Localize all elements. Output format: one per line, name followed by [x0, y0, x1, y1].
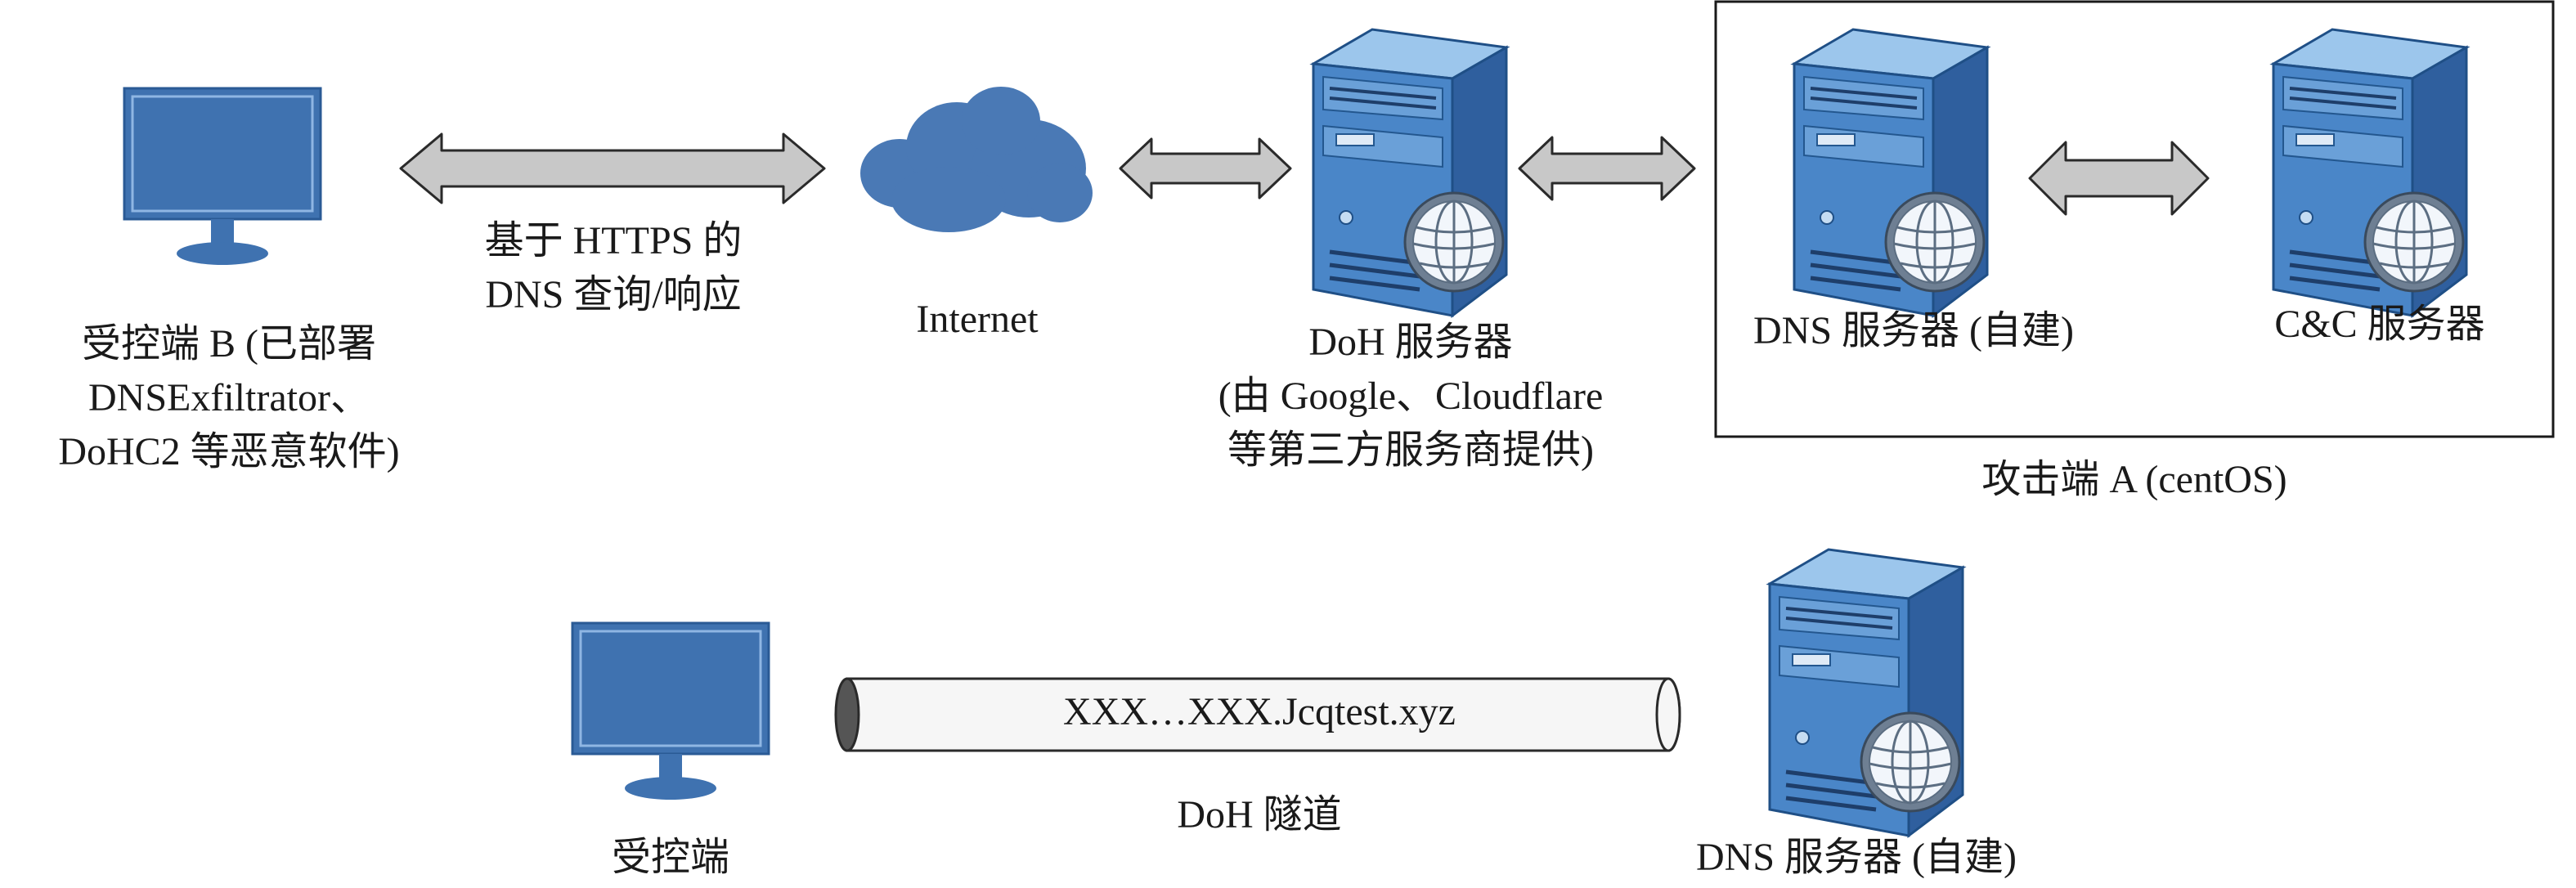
- dns-server-icon-bottom: [1770, 549, 1963, 836]
- double-arrow-icon: [1518, 136, 1696, 201]
- tunnel-text: XXX…XXX.Jcqtest.xyz: [1063, 690, 1456, 733]
- double-arrow-icon: [2028, 141, 2210, 216]
- attacker-group-frame: [1714, 0, 2555, 438]
- link-label-line: DNS 查询/响应: [485, 273, 742, 316]
- victim-monitor-icon: [123, 87, 322, 267]
- dns-server-label: DNS 服务器 (自建): [1753, 309, 2074, 352]
- dns-server-icon: [1794, 29, 1987, 316]
- doh-server-label: DoH 服务器 (由 Google、Cloudflare 等第三方服务商提供): [1178, 316, 1644, 478]
- tunnel-label: DoH 隧道: [1177, 793, 1342, 836]
- victim-label-line: DNSExfiltrator、: [88, 376, 370, 419]
- victim-label: 受控端 B (已部署 DNSExfiltrator、 DoHC2 等恶意软件): [8, 317, 450, 479]
- victim-label-bottom: 受控端: [611, 836, 729, 879]
- double-arrow-icon: [399, 132, 826, 204]
- victim-label-line: DoHC2 等恶意软件): [58, 430, 400, 473]
- cc-server-label: C&C 服务器: [2274, 303, 2485, 346]
- dns-server-label-bottom: DNS 服务器 (自建): [1696, 836, 2017, 879]
- victim-label-line: 受控端 B (已部署: [81, 322, 376, 366]
- double-arrow-icon: [1119, 137, 1292, 200]
- doh-label-line: (由 Google、Cloudflare: [1218, 374, 1604, 418]
- doh-label-line: DoH 服务器: [1308, 321, 1513, 364]
- victim-monitor-icon-bottom: [571, 621, 770, 801]
- link-label-line: 基于 HTTPS 的: [484, 219, 743, 262]
- attacker-label: 攻击端 A (centOS): [1981, 458, 2287, 501]
- tunnel-pipe-icon: [834, 677, 1681, 752]
- link-label: 基于 HTTPS 的 DNS 查询/响应: [417, 214, 810, 322]
- internet-label: Internet: [916, 298, 1039, 341]
- doh-server-icon: [1313, 29, 1506, 316]
- doh-label-line: 等第三方服务商提供): [1227, 428, 1594, 472]
- cloud-icon: [860, 87, 1093, 232]
- cc-server-icon: [2273, 29, 2466, 316]
